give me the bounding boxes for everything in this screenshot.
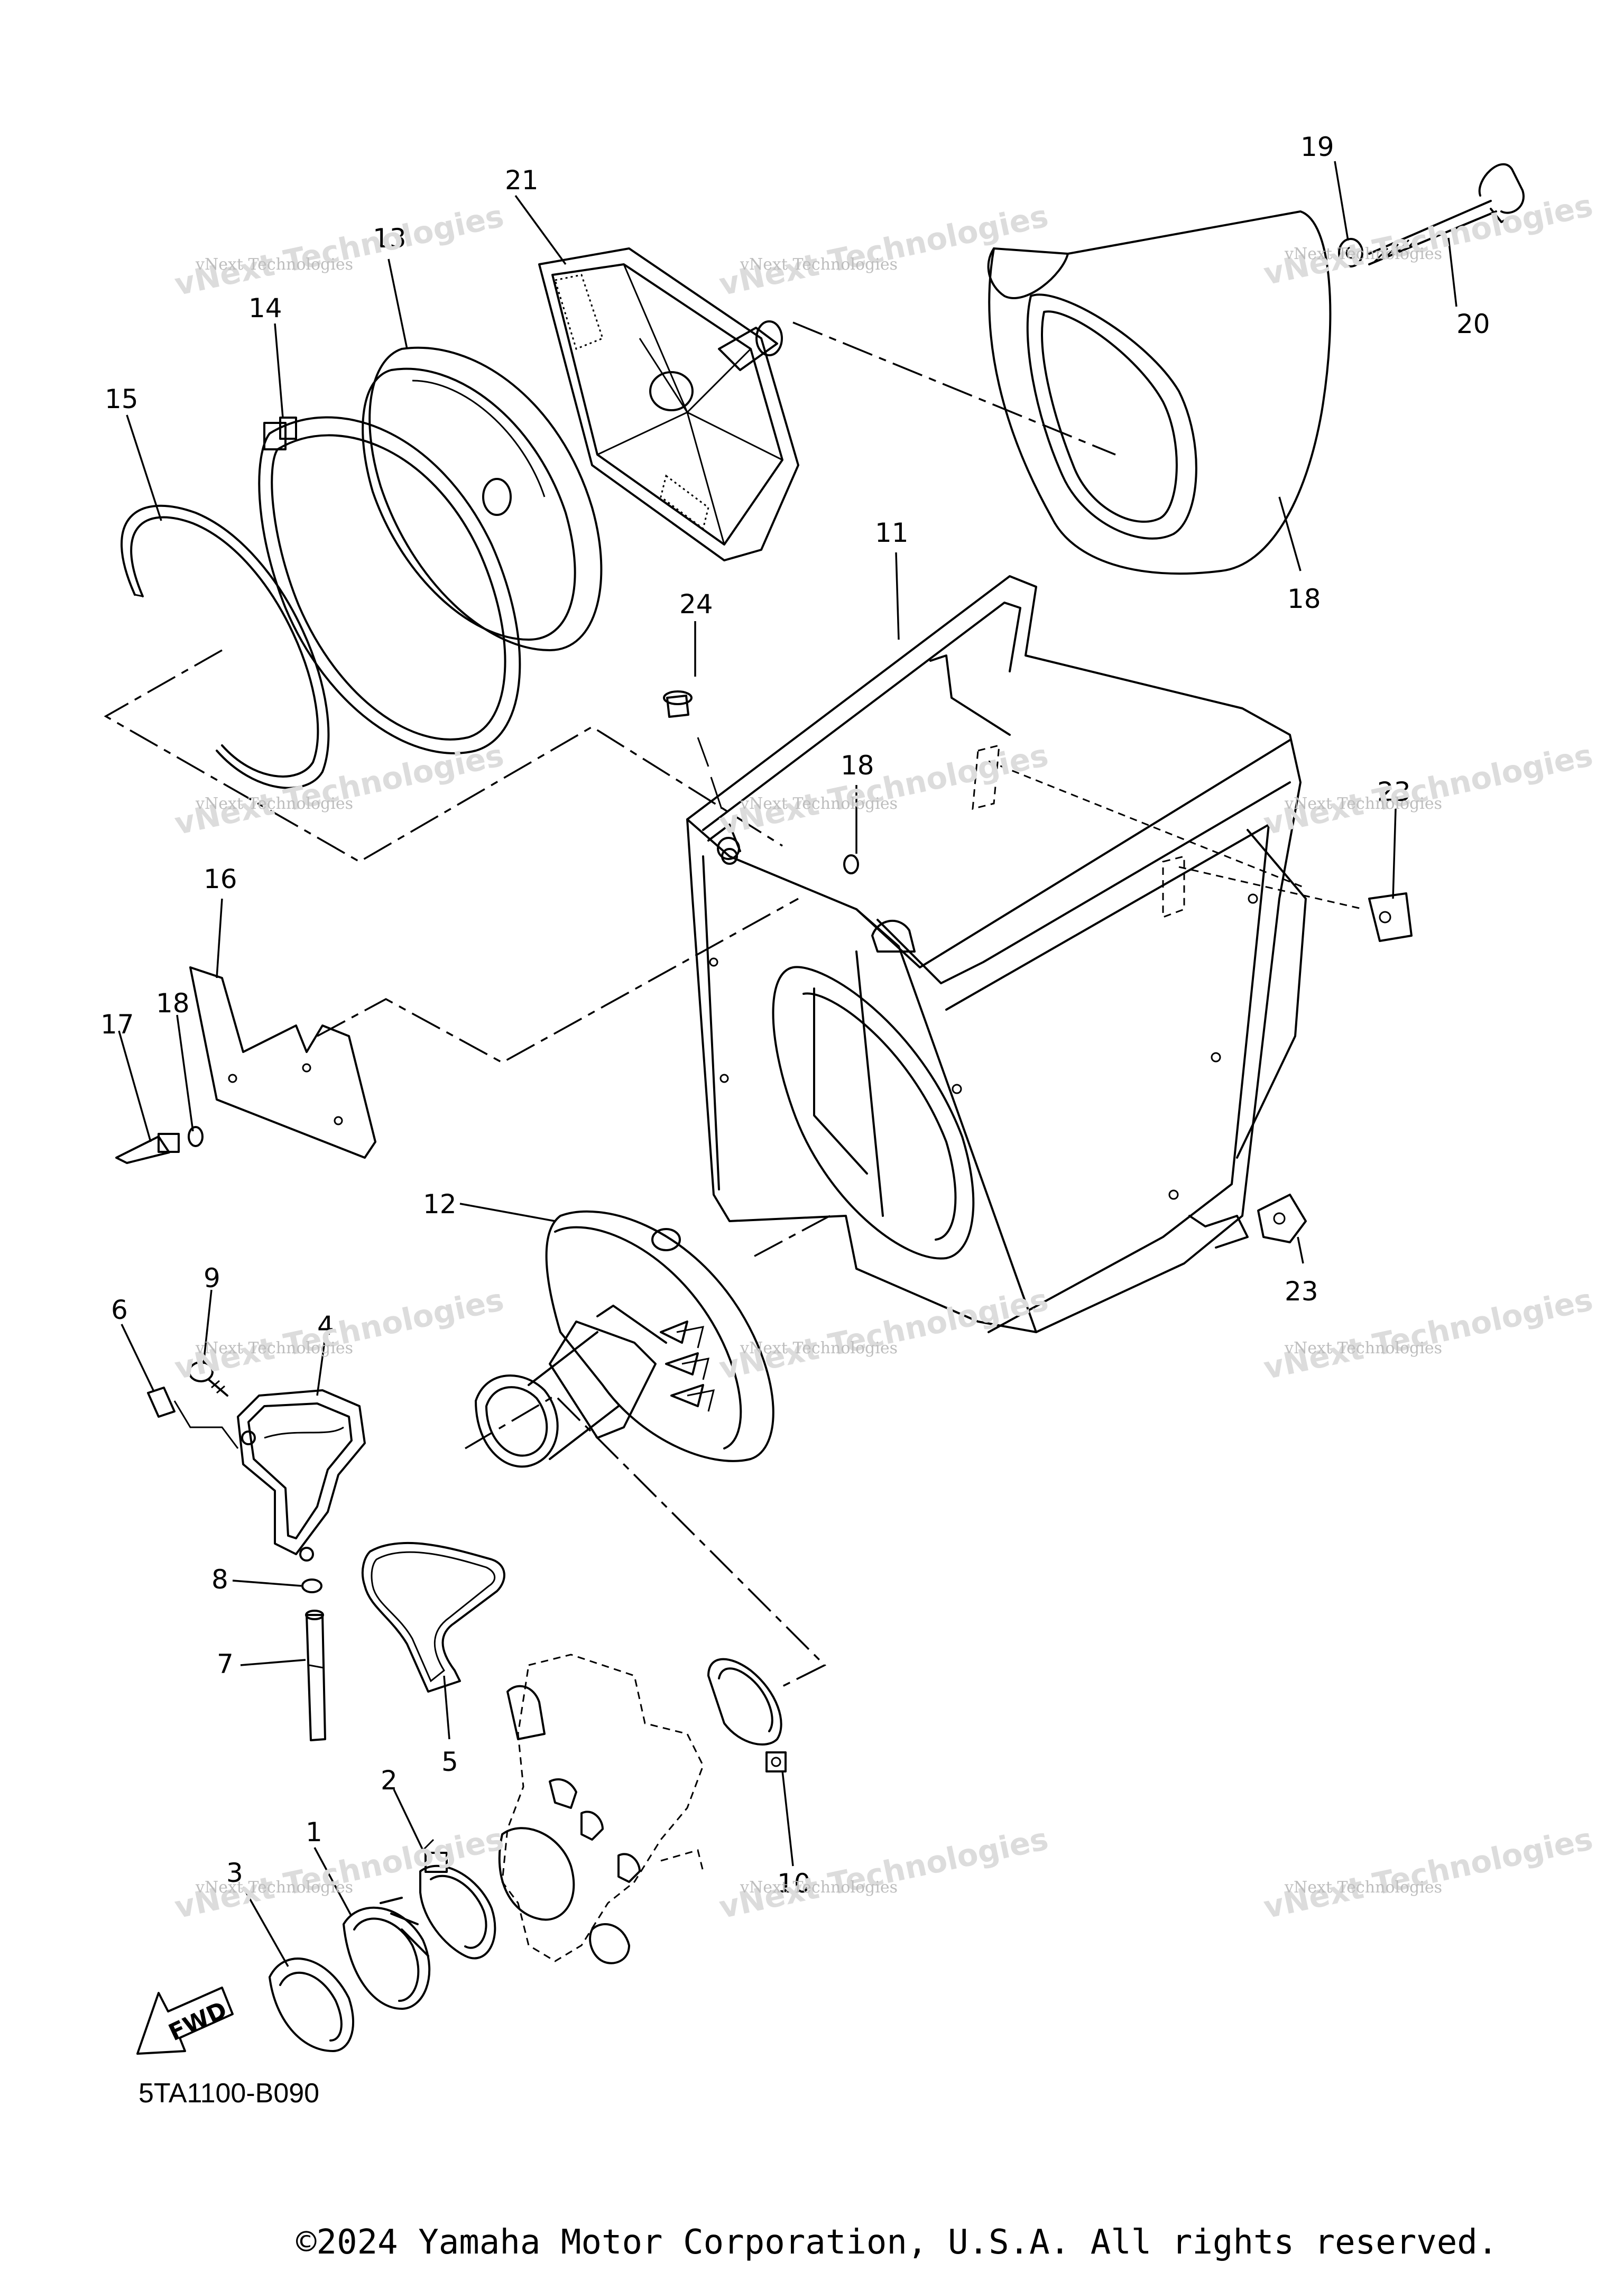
watermark-small: vNext Technologies <box>195 1878 353 1897</box>
watermark-small: vNext Technologies <box>1284 1878 1442 1897</box>
watermark-big: vNext Technologies <box>1260 1821 1595 1925</box>
part-9-screw <box>188 1361 228 1397</box>
callout-1: 1 <box>306 1817 322 1848</box>
fwd-arrow-icon: FWD <box>136 1987 234 2055</box>
part-21-wing-bolt <box>1368 163 1525 265</box>
part-4-cover <box>237 1389 366 1562</box>
callout-19: 18 <box>1287 584 1321 614</box>
watermark-small: vNext Technologies <box>740 1878 898 1897</box>
part-13-filter-holder <box>362 346 603 651</box>
watermark-small: vNext Technologies <box>1284 1339 1442 1358</box>
watermark-small: vNext Technologies <box>740 255 898 274</box>
callout-23-upper: 23 <box>1377 777 1411 807</box>
watermark: vNext Technologies vNext Technologies <box>171 1281 506 1386</box>
watermark-big: vNext Technologies <box>716 198 1051 302</box>
watermark-big: vNext Technologies <box>1260 187 1595 292</box>
callout-17: 17 <box>100 1009 134 1040</box>
fwd-label: FWD <box>164 1996 231 2046</box>
watermark: vNext Technologies vNext Technologies <box>716 737 1051 842</box>
watermark: vNext Technologies vNext Technologies <box>171 1821 506 1925</box>
callout-labels: 21 13 14 15 19 20 18 11 24 18 23 23 16 1… <box>100 132 1490 1899</box>
watermark: vNext Technologies vNext Technologies <box>171 198 506 302</box>
part-16-plate <box>189 966 376 1159</box>
callout-9: 9 <box>204 1263 220 1294</box>
carburetor-body <box>498 1654 704 1964</box>
callout-4: 4 <box>317 1310 334 1341</box>
watermark: vNext Technologies vNext Technologies <box>716 198 1051 302</box>
watermark-small: vNext Technologies <box>740 795 898 813</box>
part-17-rivet <box>115 1133 180 1164</box>
part-18-washer-upper <box>843 854 859 874</box>
part-15-ring <box>121 504 330 789</box>
watermark-big: vNext Technologies <box>716 1281 1051 1386</box>
part-19-air-filter <box>987 210 1332 575</box>
callout-18-lower: 18 <box>156 988 190 1019</box>
callout-8: 8 <box>211 1564 228 1595</box>
watermark-small: vNext Technologies <box>195 795 353 813</box>
part-12-air-boot <box>475 1210 774 1468</box>
part-11-air-box <box>686 575 1307 1333</box>
watermark-small: vNext Technologies <box>1284 795 1442 813</box>
part-10-clamp <box>707 1658 787 1772</box>
callout-23-lower: 23 <box>1285 1276 1318 1307</box>
part-1-joint <box>343 1897 431 2010</box>
part-2-clamp <box>419 1839 496 1960</box>
watermark: vNext Technologies vNext Technologies <box>716 1281 1051 1386</box>
callout-12: 12 <box>423 1189 457 1220</box>
diagram-code: 5TA1100-B090 <box>139 2078 320 2109</box>
callout-13: 13 <box>373 223 407 254</box>
callout-6: 6 <box>111 1295 128 1325</box>
watermark: vNext Technologies vNext Technologies <box>716 1821 1051 1925</box>
watermark-big: vNext Technologies <box>171 737 506 842</box>
watermark: vNext Technologies vNext Technologies <box>1260 1821 1595 1925</box>
watermark-small: vNext Technologies <box>1284 245 1442 263</box>
callout-14: 14 <box>248 293 282 324</box>
watermark-big: vNext Technologies <box>716 1821 1051 1925</box>
part-5-gasket <box>361 1541 505 1693</box>
watermark-big: vNext Technologies <box>171 198 506 302</box>
part-24-bolt <box>663 690 740 860</box>
watermark-small: vNext Technologies <box>195 1339 353 1358</box>
part-20-washer <box>1338 238 1363 267</box>
part-23-clip-upper <box>1368 892 1413 942</box>
callout-18-upper: 18 <box>841 750 874 781</box>
callout-7: 7 <box>217 1649 234 1679</box>
callout-20: 19 <box>1300 132 1334 162</box>
part-6-fitting <box>147 1387 239 1449</box>
watermark: vNext Technologies vNext Technologies <box>171 737 506 842</box>
watermark-small: vNext Technologies <box>195 255 353 274</box>
callout-16: 16 <box>204 864 237 894</box>
watermark: vNext Technologies vNext Technologies <box>1260 737 1595 842</box>
callout-22: 21 <box>505 165 539 196</box>
callout-24: 24 <box>679 589 713 620</box>
callout-5: 5 <box>441 1747 458 1777</box>
callout-21: 20 <box>1456 309 1490 339</box>
assembly-guide-lines <box>104 321 1364 1687</box>
callout-11: 11 <box>875 518 909 548</box>
copyright-notice: ©2024 Yamaha Motor Corporation, U.S.A. A… <box>296 2223 1498 2262</box>
part-18-washer-lower <box>188 1126 204 1147</box>
callout-2: 2 <box>381 1765 398 1796</box>
callout-15: 15 <box>105 384 139 414</box>
watermark-small: vNext Technologies <box>740 1339 898 1358</box>
leader-lines <box>118 161 1457 1967</box>
part-7-hose <box>305 1610 326 1741</box>
part-23-clip-lower <box>1257 1194 1307 1243</box>
callout-3: 3 <box>226 1858 243 1888</box>
watermark-big: vNext Technologies <box>171 1821 506 1925</box>
watermark: vNext Technologies vNext Technologies <box>1260 187 1595 292</box>
callout-10: 10 <box>777 1868 811 1899</box>
watermark-big: vNext Technologies <box>716 737 1051 842</box>
watermark-big: vNext Technologies <box>171 1281 506 1386</box>
part-22-filter-cage <box>538 247 799 561</box>
part-14-clamp <box>258 416 521 754</box>
part-3-band <box>269 1957 354 2052</box>
part-8-o-ring <box>301 1578 322 1593</box>
watermark-big: vNext Technologies <box>1260 737 1595 842</box>
